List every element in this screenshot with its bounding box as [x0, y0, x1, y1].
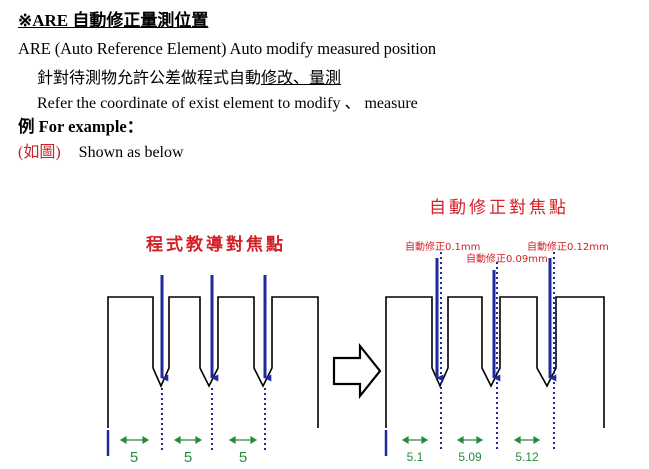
left-dim-arrow-3 [228, 435, 258, 445]
left-diagram: 程式教導對焦點 5 5 5 [106, 234, 319, 466]
left-diagram-title: 程式教導對焦點 [146, 234, 286, 255]
left-workpiece-outline [107, 296, 319, 428]
left-dim-arrow-1 [119, 435, 150, 445]
right-dim-arrow-1 [401, 435, 429, 445]
right-dimension-2: 5.09 [458, 450, 482, 464]
left-dimension-1: 5 [130, 449, 138, 466]
figure-reference: (如圖) [18, 144, 61, 161]
description-english: Refer the coordinate of exist element to… [37, 95, 418, 112]
right-diagram: 自動修正對焦點 自動修正0.1mm 自動修正0.09mm 自動修正0.12mm … [384, 198, 609, 464]
description-chinese-text: 針對待測物允許公差做程式自動 [37, 70, 262, 87]
right-offset-label-2: 自動修正0.09mm [466, 252, 548, 265]
right-dimension-3: 5.12 [515, 450, 539, 464]
transition-arrow-icon [332, 342, 382, 400]
section-heading: ※ARE 自動修正量測位置 [18, 11, 209, 30]
right-dim-arrow-3 [513, 435, 541, 445]
right-dimension-1: 5.1 [407, 450, 424, 464]
left-dimension-2: 5 [184, 449, 192, 466]
example-label: 例 For example： [18, 117, 144, 136]
left-dim-arrow-2 [173, 435, 203, 445]
right-diagram-title: 自動修正對焦點 [429, 198, 569, 218]
section-subheading: ARE (Auto Reference Element) Auto modify… [18, 39, 437, 58]
left-dimension-3: 5 [239, 449, 247, 466]
figure-caption: Shown as below [78, 144, 184, 161]
figure-caption-line: (如圖) Shown as below [18, 138, 184, 162]
right-workpiece-outline [385, 296, 605, 428]
right-dim-arrow-2 [456, 435, 484, 445]
right-offset-label-1: 自動修正0.1mm [405, 240, 480, 253]
right-offset-label-3: 自動修正0.12mm [527, 240, 609, 253]
description-chinese: 針對待測物允許公差做程式自動修改、量測 [37, 64, 341, 88]
description-chinese-underlined: 修改、量測 [261, 70, 342, 87]
